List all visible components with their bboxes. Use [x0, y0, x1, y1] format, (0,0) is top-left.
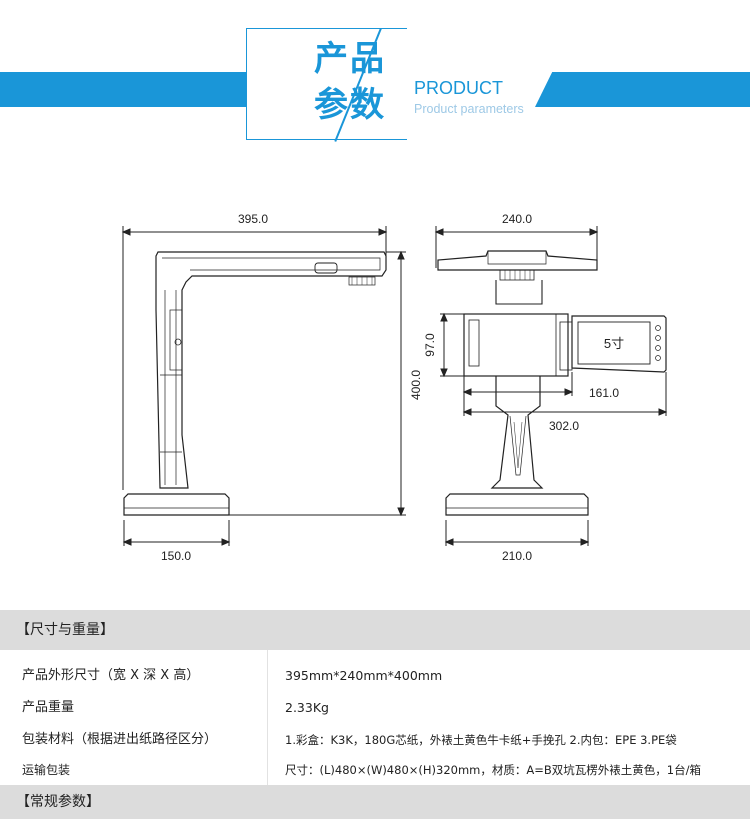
table-divider [267, 650, 268, 790]
dim-front-base: 210.0 [502, 549, 532, 563]
row-value: 1.彩盒：K3K，180G芯纸，外裱土黄色牛卡纸+手挽孔 2.内包：EPE 3.… [285, 733, 677, 747]
dim-front-width: 240.0 [502, 212, 532, 226]
screen-size-label: 5寸 [604, 336, 624, 351]
row-label: 运输包装 [22, 763, 71, 777]
dim-tablet-height: 97.0 [423, 333, 437, 357]
table-row: 产品外形尺寸（宽 X 深 X 高） 395mm*240mm*400mm [0, 661, 750, 691]
page-subtitle-en: Product parameters [414, 102, 524, 116]
table-row: 运输包装 尺寸：(L)480×(W)480×(H)320mm，材质：A=B双坑瓦… [0, 755, 750, 785]
row-value: 395mm*240mm*400mm [285, 668, 443, 683]
row-value: 2.33Kg [285, 700, 329, 715]
row-label: 产品重量 [22, 700, 75, 715]
dimension-drawing: 395.0 150.0 400.0 240.0 210.0 97.0 161.0… [121, 212, 668, 563]
row-label: 产品外形尺寸（宽 X 深 X 高） [22, 668, 200, 683]
header-band-right [535, 72, 750, 107]
section-header-general: 【常规参数】 [0, 785, 750, 819]
dim-span: 302.0 [549, 419, 579, 433]
page-title-en: PRODUCT [414, 78, 503, 98]
dim-side-base: 150.0 [161, 549, 191, 563]
dim-height: 400.0 [409, 370, 423, 400]
table-row: 包装材料（根据进出纸路径区分） 1.彩盒：K3K，180G芯纸，外裱土黄色牛卡纸… [0, 725, 750, 755]
title-frame [246, 28, 407, 140]
front-view [434, 226, 668, 546]
side-view [121, 226, 406, 546]
dim-side-width: 395.0 [238, 212, 268, 226]
page-title-cn: 产品 参数 [314, 39, 386, 125]
row-label: 包装材料（根据进出纸路径区分） [22, 732, 218, 747]
section-header-size-weight: 【尺寸与重量】 [0, 610, 750, 650]
table-row: 产品重量 2.33Kg [0, 693, 750, 723]
dim-tablet-width: 161.0 [589, 386, 619, 400]
row-value: 尺寸：(L)480×(W)480×(H)320mm，材质：A=B双坑瓦楞外裱土黄… [285, 763, 701, 777]
